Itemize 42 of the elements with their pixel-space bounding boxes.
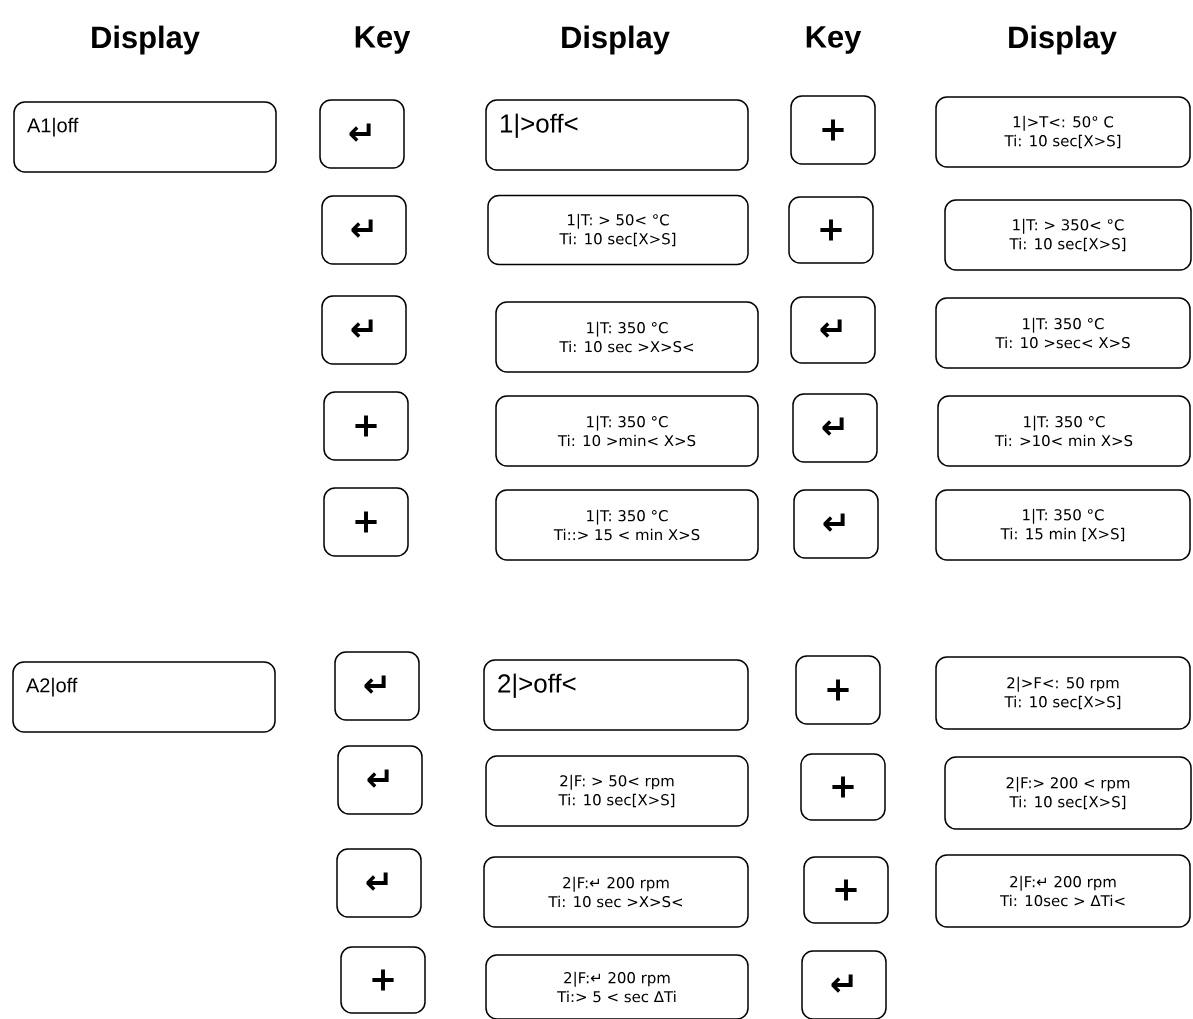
- column-heading: Key: [806, 26, 862, 54]
- display-box: 2|F:↵ 200 rpm Ti: 10 sec >X>S<: [483, 856, 749, 928]
- key-button: ↵: [321, 195, 407, 265]
- display-box: 2|F:> 200 < rpm Ti: 10 sec[X>S]: [944, 756, 1192, 830]
- key-button: ↵: [337, 745, 423, 815]
- display-box: 2|F:↵ 200 rpm Ti:> 5 < sec ΔTi: [485, 954, 749, 1019]
- display-box: 2|F: > 50< rpm Ti: 10 sec[X>S]: [485, 755, 749, 827]
- display-box: A2|off: [12, 661, 276, 733]
- display-box: 2|>off<: [483, 659, 749, 731]
- key-button: +: [340, 946, 426, 1014]
- display-box: 2|F:↵ 200 rpm Ti: 10sec > ΔTi<: [935, 854, 1191, 928]
- key-button: +: [800, 753, 886, 821]
- display-box: A1|off: [13, 101, 277, 173]
- key-button: ↵: [336, 848, 422, 918]
- display-box: 1|T: > 50< °C Ti: 10 sec[X>S]: [487, 194, 749, 266]
- key-button: ↵: [793, 489, 879, 559]
- display-box: 1|T: 350 °C Ti::> 15 < min X>S: [495, 489, 759, 561]
- key-button: +: [803, 856, 889, 924]
- key-button: +: [788, 196, 874, 264]
- column-heading: Display: [1009, 25, 1117, 55]
- display-box: 1|>off<: [485, 99, 749, 171]
- display-box: 2|>F<: 50 rpm Ti: 10 sec[X>S]: [935, 656, 1191, 730]
- display-box: 1|>T<: 50° C Ti: 10 sec[X>S]: [935, 96, 1191, 168]
- display-box: 1|T: 350 °C Ti: 10 >sec< X>S: [935, 297, 1191, 369]
- column-heading: Display: [562, 25, 670, 55]
- key-button: ↵: [334, 651, 420, 721]
- key-button: ↵: [801, 950, 887, 1019]
- display-box: 1|T: 350 °C Ti: 10 sec >X>S<: [495, 301, 759, 373]
- key-button: +: [795, 655, 881, 725]
- key-button: +: [323, 487, 409, 557]
- key-button: +: [323, 391, 409, 461]
- display-box: 1|T: 350 °C Ti: >10< min X>S: [937, 395, 1191, 467]
- key-button: ↵: [321, 295, 407, 365]
- display-box: 1|T: 350 °C Ti: 15 min [X>S]: [935, 489, 1191, 561]
- column-heading: Key: [355, 26, 411, 54]
- key-button: ↵: [790, 296, 876, 364]
- key-button: +: [790, 95, 876, 165]
- key-button: ↵: [319, 99, 405, 169]
- display-box: 1|T: > 350< °C Ti: 10 sec[X>S]: [944, 199, 1192, 271]
- display-box: 1|T: 350 °C Ti: 10 >min< X>S: [495, 395, 759, 467]
- key-button: ↵: [792, 393, 878, 463]
- column-heading: Display: [92, 25, 200, 55]
